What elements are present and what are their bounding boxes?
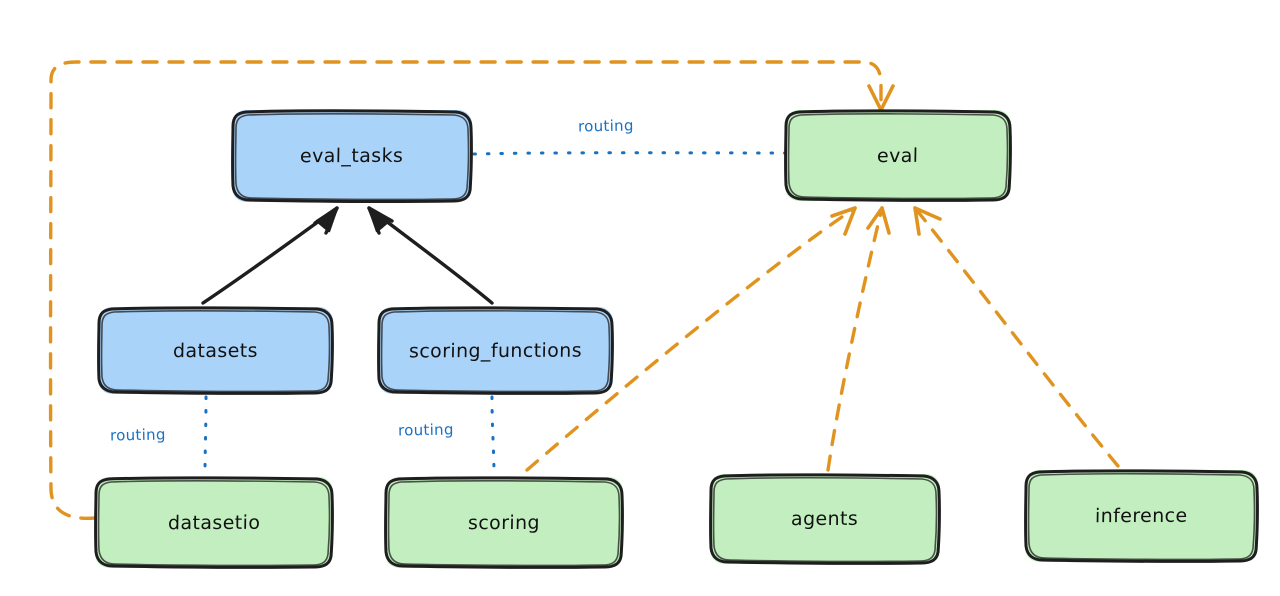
edge-datasets-eval_tasks — [201, 206, 339, 305]
edge-scoring_functions-scoring — [490, 395, 496, 477]
node-datasets[interactable]: datasets — [97, 306, 334, 395]
node-label: datasets — [172, 339, 259, 362]
node-inference[interactable]: inference — [1024, 469, 1259, 563]
edge-scoring_functions-eval_tasks — [367, 206, 494, 305]
edge-eval_tasks-eval — [472, 151, 788, 156]
edge-label-routing-eval: routing — [577, 116, 634, 136]
edge-label-routing-scoring: routing — [397, 420, 454, 440]
node-agents[interactable]: agents — [709, 473, 941, 565]
edge-datasets-datasetio — [203, 395, 208, 477]
node-scoring[interactable]: scoring — [384, 476, 624, 569]
node-label: inference — [1095, 504, 1188, 528]
node-label: scoring_functions — [408, 339, 583, 362]
node-datasetio[interactable]: datasetio — [94, 476, 334, 569]
edge-inference-eval — [913, 206, 1120, 468]
node-label: scoring — [467, 511, 541, 534]
node-label: datasetio — [167, 511, 261, 534]
node-label: eval — [877, 144, 919, 167]
node-eval[interactable]: eval — [784, 109, 1012, 202]
node-eval-tasks[interactable]: eval_tasks — [231, 109, 473, 203]
node-label: eval_tasks — [300, 144, 404, 168]
edge-agents-eval — [826, 206, 891, 472]
edge-label-routing-datasetio: routing — [109, 425, 166, 445]
node-scoring-functions[interactable]: scoring_functions — [377, 306, 614, 395]
node-label: agents — [791, 507, 859, 531]
